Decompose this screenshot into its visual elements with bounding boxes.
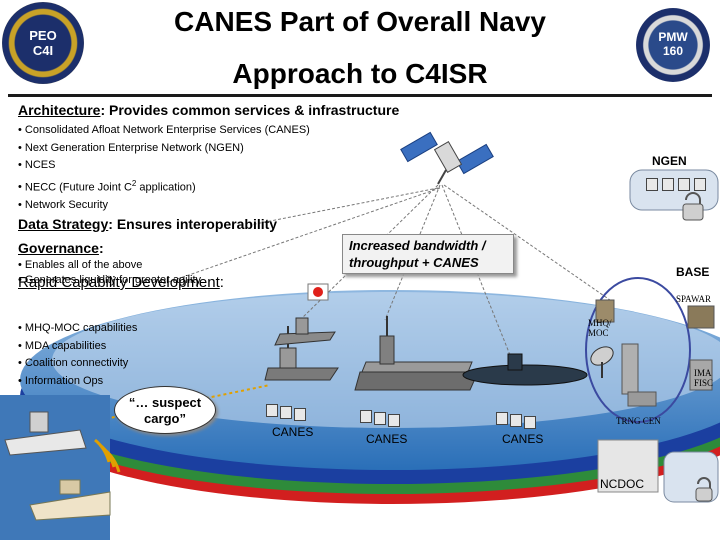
peo-c4i-seal-text: PEO C4I xyxy=(29,28,57,58)
terminal-icon xyxy=(646,178,658,191)
destroyer-ship xyxy=(264,326,339,381)
bandwidth-callout-line-1: Increased bandwidth / xyxy=(349,238,486,253)
rapid-heading: Rapid Capability Development: xyxy=(18,274,224,291)
peo-c4i-seal: PEO C4I xyxy=(2,2,84,84)
cargo-ship-photo xyxy=(0,395,121,540)
cargo-callout-line-2: cargo” xyxy=(144,411,186,426)
ima-label-line-2: FISC xyxy=(694,378,714,388)
cargo-callout: “… suspect cargo” xyxy=(114,386,216,434)
mhq-label-line-1: MHQ/ xyxy=(588,318,612,328)
pmw-160-seal: PMW 160 xyxy=(636,8,710,82)
canes-label-3: CANES xyxy=(502,432,544,446)
governance-bullet-1: Enables all of the above xyxy=(18,258,201,273)
satellite-icon xyxy=(400,131,494,185)
rapid-bullet-4: Information Ops xyxy=(18,373,137,391)
base-label: BASE xyxy=(676,265,710,279)
terminal-icon xyxy=(662,178,674,191)
pmw-160-seal-text: PMW 160 xyxy=(658,30,688,58)
rapid-bullets: MHQ-MOC capabilities MDA capabilities Co… xyxy=(18,320,137,390)
necc-post: application) xyxy=(136,181,196,194)
rapid-heading-rest: : xyxy=(219,274,224,291)
padlock-icon xyxy=(682,192,704,221)
cargo-callout-line-1: “… suspect xyxy=(128,395,202,410)
terminal-icon xyxy=(388,414,400,427)
ima-fisc-label: IMA FISC xyxy=(694,368,713,388)
rapid-bullet-3: Coalition connectivity xyxy=(18,355,137,373)
data-strategy-heading: Data Strategy: Ensures interoperability xyxy=(18,216,277,232)
ima-label-line-1: IMA xyxy=(694,368,712,378)
terminal-icon xyxy=(524,416,536,429)
architecture-bullet-4: Network Security xyxy=(18,197,310,215)
canes-label-2: CANES xyxy=(366,432,408,446)
title-line-1: CANES Part of Overall Navy xyxy=(174,6,546,37)
terminal-icon xyxy=(294,408,306,421)
bandwidth-callout-line-2: throughput + CANES xyxy=(349,255,479,270)
padlock-icon xyxy=(695,477,713,502)
satellite-dish-icon xyxy=(590,346,614,378)
ngen-label: NGEN xyxy=(652,154,687,168)
mhq-label-line-2: MOC xyxy=(588,328,609,338)
aircraft-carrier xyxy=(354,316,479,391)
rapid-bullet-2: MDA capabilities xyxy=(18,338,137,356)
architecture-bullet-2: Next Generation Enterprise Network (NGEN… xyxy=(18,140,310,158)
governance-heading-label: Governance xyxy=(18,240,99,256)
ncdoc-label: NCDOC xyxy=(600,477,644,491)
terminal-icon xyxy=(510,414,522,427)
bandwidth-callout: Increased bandwidth / throughput + CANES xyxy=(342,234,514,274)
mhq-moc-label: MHQ/ MOC xyxy=(588,318,612,338)
spawar-label: SPAWAR xyxy=(676,294,711,304)
architecture-bullets: Consolidated Afloat Network Enterprise S… xyxy=(18,122,310,214)
base-network-loop xyxy=(585,277,691,423)
architecture-heading: Architecture: Provides common services &… xyxy=(18,102,399,118)
necc-sup: 2 xyxy=(131,178,137,188)
frigate-ship xyxy=(274,317,336,346)
governance-bullets: Enables all of the above Generates liqui… xyxy=(18,258,201,288)
architecture-bullet-3: NCES xyxy=(18,157,310,175)
architecture-heading-rest: : Provides common services & infrastruct… xyxy=(100,102,400,118)
canes-label-1: CANES xyxy=(272,425,314,439)
governance-heading: Governance: xyxy=(18,240,104,256)
rapid-heading-label: Rapid Capability Development xyxy=(18,274,220,291)
necc-pre: NECC (Future Joint C xyxy=(24,181,132,194)
rapid-bullet-1: MHQ-MOC capabilities xyxy=(18,320,137,338)
terminal-icon xyxy=(266,404,278,417)
governance-heading-rest: : xyxy=(98,240,104,256)
title-divider xyxy=(8,94,712,97)
architecture-bullet-necc: NECC (Future Joint C2 application) xyxy=(18,175,310,197)
submarine xyxy=(462,353,588,386)
terminal-icon xyxy=(694,178,706,191)
terminal-icon xyxy=(496,412,508,425)
data-strategy-heading-label: Data Strategy xyxy=(18,216,109,232)
base-buildings xyxy=(595,299,715,407)
trng-cen-label: TRNG CEN xyxy=(616,416,661,426)
governance-bullet-2: Generates liquidity for greater agility xyxy=(18,273,201,288)
data-strategy-heading-rest: : Ensures interoperability xyxy=(108,216,278,232)
architecture-bullet-1: Consolidated Afloat Network Enterprise S… xyxy=(18,122,310,140)
architecture-heading-label: Architecture xyxy=(18,102,101,118)
terminal-icon xyxy=(678,178,690,191)
title-line-2: Approach to C4ISR xyxy=(232,58,488,89)
terminal-icon xyxy=(374,412,386,425)
red-status-badge xyxy=(307,283,329,301)
terminal-icon xyxy=(280,406,292,419)
terminal-icon xyxy=(360,410,372,423)
